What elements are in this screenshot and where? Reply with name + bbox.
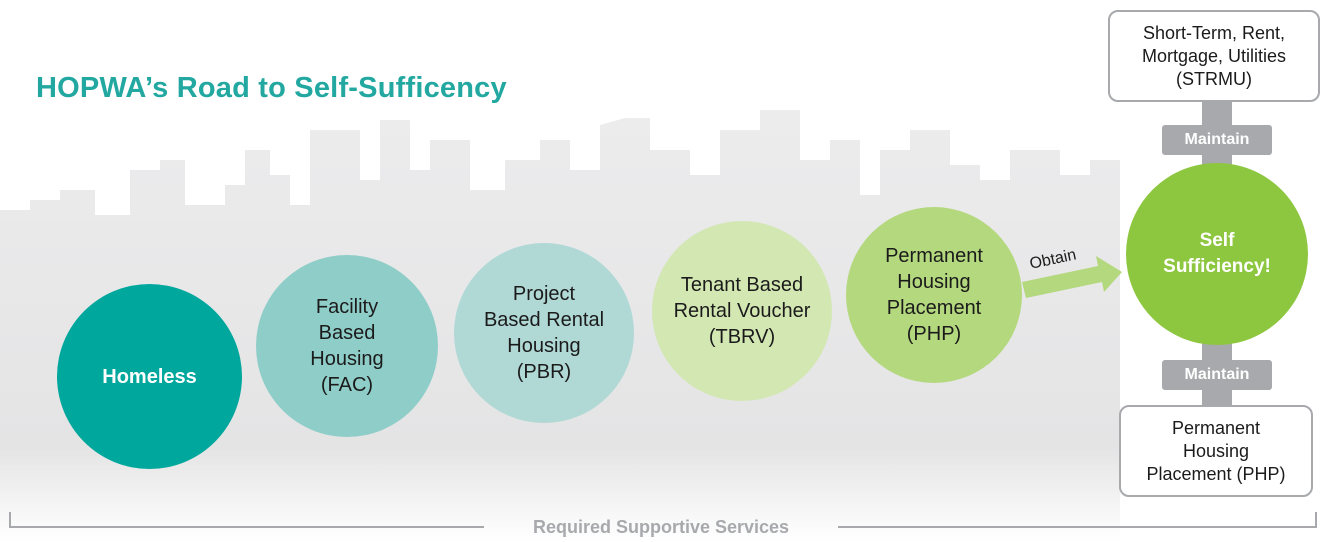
goal-self-sufficiency: Self Sufficiency! [1126,163,1308,345]
obtain-arrow [1022,256,1122,298]
maintain-label-bottom: Maintain [1162,360,1272,390]
php-support-box: Permanent Housing Placement (PHP) [1119,405,1313,497]
step-project-based-rental-housing: Project Based Rental Housing (PBR) [454,243,634,423]
step-facility-based-housing: Facility Based Housing (FAC) [256,255,438,437]
step-tenant-based-rental-voucher: Tenant Based Rental Voucher (TBRV) [652,221,832,401]
step-permanent-housing-placement: Permanent Housing Placement (PHP) [846,207,1022,383]
maintain-label-top: Maintain [1162,125,1272,155]
footer-label: Required Supportive Services [532,517,790,537]
strmu-box: Short-Term, Rent, Mortgage, Utilities (S… [1108,10,1320,102]
footer-bracket [9,512,1317,528]
page-title: HOPWA’s Road to Self-Sufficency [36,72,507,104]
step-homeless: Homeless [57,284,242,469]
